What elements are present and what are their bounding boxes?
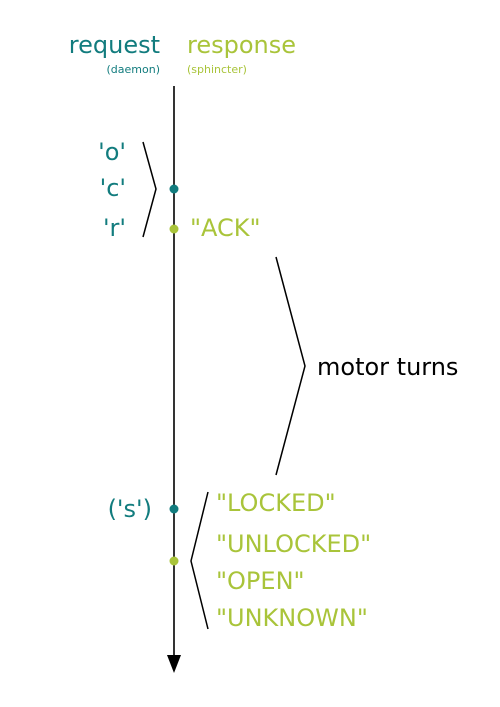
response-locked: "LOCKED" bbox=[216, 489, 336, 517]
motor-turns-label: motor turns bbox=[317, 353, 458, 381]
motor-turns-bracket bbox=[275, 256, 306, 476]
response-unlocked: "UNLOCKED" bbox=[216, 530, 371, 558]
commands-grouping-bracket bbox=[142, 141, 157, 238]
status-response-dot bbox=[169, 556, 179, 566]
request-status-query: ('s') bbox=[108, 495, 152, 523]
status-responses-bracket bbox=[190, 491, 209, 630]
request-command-r: 'r' bbox=[103, 214, 126, 242]
response-column-title: response bbox=[187, 31, 296, 59]
response-ack: "ACK" bbox=[190, 214, 261, 242]
ack-event-dot bbox=[169, 224, 179, 234]
response-open: "OPEN" bbox=[216, 567, 305, 595]
timeline-arrowhead bbox=[167, 655, 181, 673]
request-event-dot bbox=[169, 184, 179, 194]
response-unknown: "UNKNOWN" bbox=[216, 604, 368, 632]
request-column-subtitle: (daemon) bbox=[107, 63, 161, 76]
request-command-o: 'o' bbox=[98, 138, 126, 166]
request-column-title: request bbox=[69, 31, 160, 59]
response-column-subtitle: (sphincter) bbox=[187, 63, 247, 76]
status-request-dot bbox=[169, 504, 179, 514]
request-command-c: 'c' bbox=[100, 174, 126, 202]
